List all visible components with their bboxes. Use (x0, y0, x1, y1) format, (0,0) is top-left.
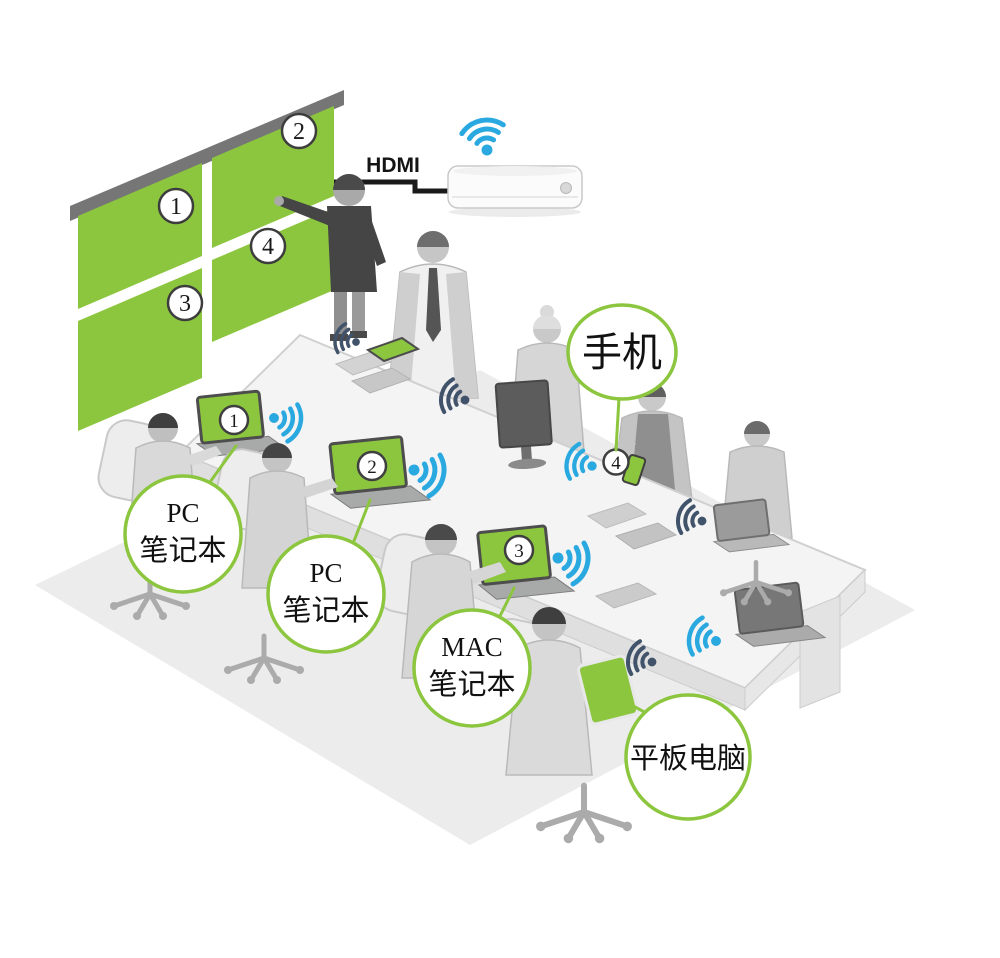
receiver-wifi-signal (460, 116, 509, 160)
desktop-monitor (494, 379, 553, 470)
callout-pc2-line1: PC (309, 558, 342, 588)
document-pad (614, 522, 678, 550)
quadrant-number-1: 1 (170, 194, 182, 220)
receiver-power-button (560, 182, 572, 194)
document-pad (350, 367, 412, 394)
wall-display: 1 2 4 3 (70, 90, 344, 431)
device-badge-4: 4 (602, 448, 630, 476)
hdmi-cable (334, 179, 450, 194)
callout-mac-line2: 笔记本 (428, 668, 515, 701)
table-leg (799, 595, 841, 709)
device-badge-2: 2 (356, 450, 388, 482)
callout-pc2-line2: 笔记本 (282, 594, 369, 627)
device-badge-1: 1 (218, 404, 250, 436)
quadrant-number-2: 2 (293, 119, 305, 145)
callout-mac-line1: MAC (441, 632, 503, 662)
callout-tablet-text: 平板电脑 (630, 742, 746, 775)
device-badge-number-3: 3 (514, 541, 524, 562)
quadrant-badge-3: 3 (166, 284, 204, 322)
presenter (274, 174, 386, 341)
device-badge-number-1: 1 (229, 411, 239, 432)
presenter-hair (333, 174, 365, 190)
quadrant-number-4: 4 (262, 234, 274, 260)
display-quadrant-4 (212, 208, 334, 342)
presenter-pad (365, 336, 421, 363)
receiver-device (447, 165, 583, 217)
tablet-device (577, 654, 639, 726)
presenter-arm (280, 196, 334, 226)
callout-tail (614, 396, 621, 452)
display-top-bar (70, 90, 344, 221)
callout-pc1-line1: PC (166, 498, 199, 528)
attendee-top-1 (387, 231, 479, 399)
callout-tail (496, 586, 516, 622)
callout-mac-laptop: MAC 笔记本 (412, 586, 532, 728)
quadrant-number-3: 3 (179, 291, 191, 317)
hdmi-connection: HDMI (334, 154, 450, 194)
callout-tablet: 平板电脑 (624, 693, 752, 821)
quadrant-badge-1: 1 (157, 187, 195, 225)
hdmi-label: HDMI (366, 154, 420, 177)
document-pad (586, 502, 648, 529)
device-badge-number-2: 2 (367, 457, 377, 478)
callout-pc1-line2: 笔记本 (139, 534, 226, 567)
callout-pc-laptop-2: PC 笔记本 (266, 498, 386, 654)
document-pad (594, 582, 658, 609)
device-badge-3: 3 (503, 534, 535, 566)
gray-laptop-1 (712, 498, 791, 553)
callout-phone: 手机 (566, 303, 678, 452)
quadrant-badge-2: 2 (280, 112, 318, 150)
callout-tail (208, 444, 238, 484)
quadrant-badge-4: 4 (249, 227, 287, 265)
callout-pc-laptop-1: PC 笔记本 (123, 444, 243, 594)
device-badge-number-4: 4 (611, 453, 621, 474)
callout-tail (350, 498, 372, 548)
necktie (426, 268, 441, 342)
callout-phone-text: 手机 (582, 331, 662, 375)
